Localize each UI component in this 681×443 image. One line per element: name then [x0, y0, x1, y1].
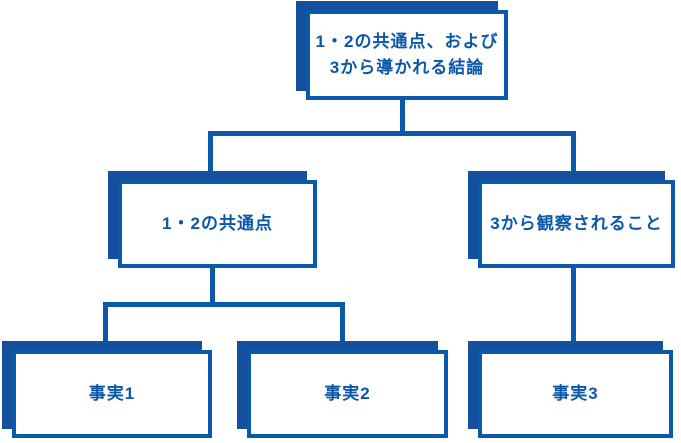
connector-fact1-drop — [103, 302, 108, 351]
node-commonality-box: 1・2の共通点 — [118, 180, 317, 268]
node-fact1-label: 事実1 — [88, 384, 136, 403]
node-conclusion-label-line1: 1・2の共通点、および — [315, 32, 499, 51]
node-fact3: 事実3 — [468, 341, 673, 438]
connector-level2-bar — [103, 302, 345, 307]
node-observation: 3から観察されること — [468, 171, 675, 268]
node-conclusion-label-line2: 3から導かれる結論 — [329, 58, 485, 77]
connector-level1-bar — [208, 131, 576, 136]
node-observation-label: 3から観察されること — [490, 214, 663, 233]
node-commonality: 1・2の共通点 — [108, 171, 317, 268]
connector-commonality-stem — [210, 267, 215, 307]
connector-level1-drop-right — [571, 131, 576, 181]
node-observation-box: 3から観察されること — [478, 180, 675, 268]
connector-root-stem — [400, 99, 405, 136]
node-fact2: 事実2 — [237, 341, 448, 438]
node-fact2-label: 事実2 — [324, 384, 371, 403]
node-commonality-label: 1・2の共通点 — [162, 214, 273, 233]
node-fact2-box: 事実2 — [247, 350, 448, 438]
node-fact3-label: 事実3 — [552, 384, 599, 403]
node-conclusion-box: 1・2の共通点、および 3から導かれる結論 — [306, 10, 508, 100]
node-fact3-box: 事実3 — [478, 350, 673, 438]
node-fact1: 事実1 — [2, 341, 212, 438]
node-conclusion: 1・2の共通点、および 3から導かれる結論 — [296, 1, 508, 100]
connector-observation-stem — [571, 266, 576, 351]
connector-level1-drop-left — [208, 131, 213, 181]
node-fact1-box: 事実1 — [12, 350, 212, 438]
connector-fact2-drop — [340, 302, 345, 351]
